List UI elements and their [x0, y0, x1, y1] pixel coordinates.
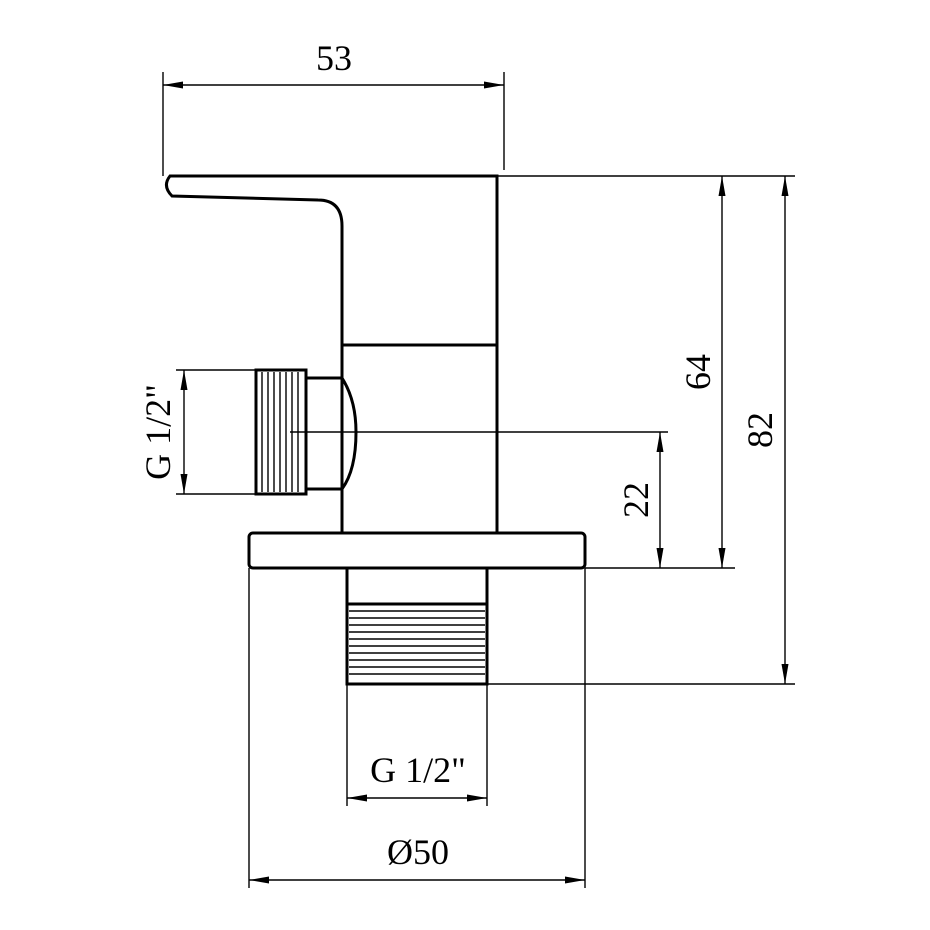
- label-height-lever: 64: [678, 354, 718, 390]
- dimension-labels: 53 64 82 22 G 1/2" G 1/2" Ø50: [138, 38, 780, 872]
- side-thread-lines: [261, 372, 299, 492]
- label-height-total: 82: [740, 412, 780, 448]
- valve-body: [165, 174, 587, 686]
- label-flange-diameter: Ø50: [387, 832, 449, 872]
- extension-lines: [162, 72, 795, 888]
- wall-flange: [247, 531, 587, 570]
- label-outlet-offset: 22: [616, 482, 656, 518]
- label-bottom-thread: G 1/2": [370, 750, 466, 790]
- bottom-neck: [345, 566, 489, 606]
- bottom-thread: [345, 602, 489, 686]
- label-side-thread: G 1/2": [138, 384, 178, 480]
- label-top-width: 53: [316, 38, 352, 78]
- dimension-lines: [163, 81, 789, 884]
- side-outlet-dome: [304, 376, 358, 491]
- valve-cartridge: [340, 343, 499, 535]
- valve-handle: [165, 174, 499, 347]
- bottom-thread-lines: [349, 610, 485, 675]
